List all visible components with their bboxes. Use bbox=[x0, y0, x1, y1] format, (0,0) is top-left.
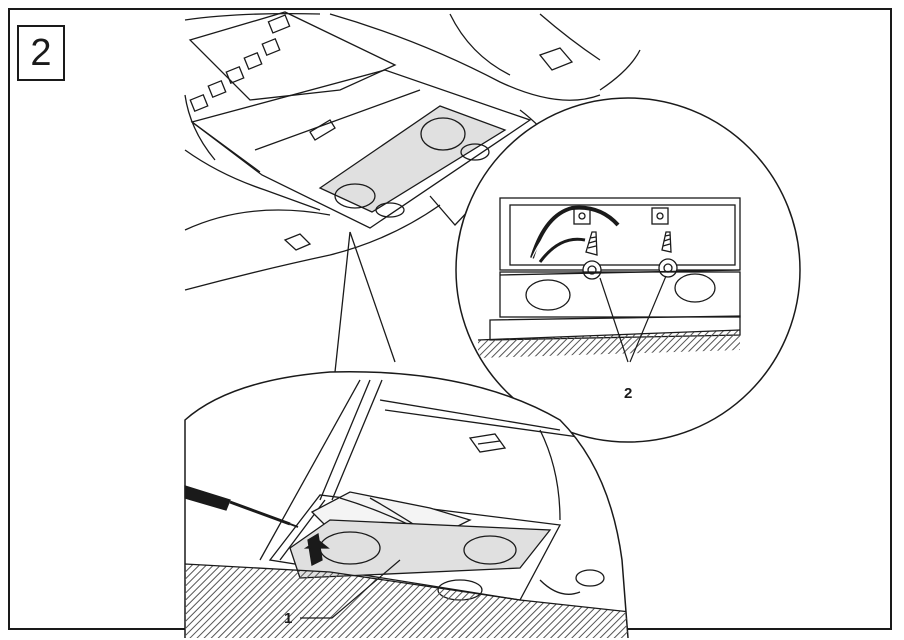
arrow-icon bbox=[303, 532, 330, 566]
callout-2-leader bbox=[599, 275, 667, 363]
switch-row bbox=[189, 14, 291, 113]
lower-detail-view: 1 bbox=[184, 370, 629, 639]
screwdriver-icon bbox=[184, 485, 299, 528]
callout-label-2: 2 bbox=[624, 385, 632, 402]
callout-label-1: 1 bbox=[284, 610, 292, 627]
step-number-box: 2 bbox=[17, 25, 65, 81]
overview-view bbox=[184, 11, 641, 291]
inset-detail-view: 2 bbox=[455, 97, 801, 443]
screw-icon bbox=[582, 231, 602, 280]
callout-1-leader bbox=[300, 559, 401, 619]
